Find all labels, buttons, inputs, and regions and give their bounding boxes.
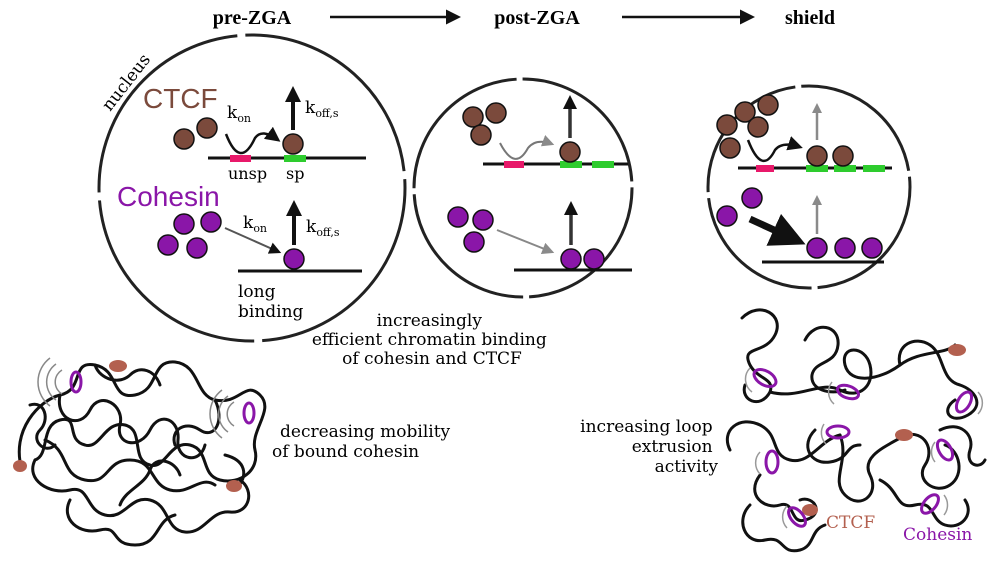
kon-arrow-cohesin — [224, 227, 282, 254]
cohesin-ring — [764, 449, 780, 475]
ctcf-molecule — [470, 124, 492, 146]
ctcf-molecule — [719, 137, 741, 159]
ctcf-on-chromatin — [13, 460, 27, 472]
ctcf-molecule — [716, 114, 738, 136]
cohesin-ring — [835, 383, 861, 401]
unspecific-site — [230, 155, 251, 162]
cohesin-molecule — [861, 237, 883, 259]
specific-site — [592, 161, 614, 168]
nucleus-pre-zga: nucleus CTCF kon koff,s unsp sp Cohesin … — [97, 33, 407, 343]
stage-label-shield: shield — [785, 7, 835, 29]
cohesin-ring — [825, 424, 851, 440]
cohesin-molecule — [447, 206, 469, 228]
ctcf-on-chromatin — [802, 504, 818, 516]
legend-cohesin: Cohesin — [903, 525, 972, 545]
cohesin-ring — [69, 370, 83, 394]
cohesin-molecule — [834, 237, 856, 259]
cohesin-label: Cohesin — [117, 181, 220, 212]
kon-arrow-ctcf — [499, 135, 555, 160]
stage-label-pre-zga: pre-ZGA — [213, 7, 292, 29]
ctcf-molecule — [832, 145, 854, 167]
cohesin-ring — [787, 506, 807, 528]
sp-label: sp — [286, 164, 304, 183]
kon-label-cohesin: kon — [243, 213, 267, 235]
chromatin-tangle-pre — [17, 360, 267, 547]
ctcf-molecule — [173, 128, 195, 150]
binding-efficiency-note: increasingly efficient chromatin binding… — [312, 311, 552, 369]
specific-site — [284, 155, 306, 162]
cohesin-molecule — [463, 231, 485, 253]
cohesin-ring — [954, 390, 974, 414]
ctcf-molecule — [747, 116, 769, 138]
legend-ctcf: CTCF — [826, 513, 875, 533]
ctcf-label: CTCF — [143, 83, 218, 114]
ctcf-molecule — [734, 101, 756, 123]
cohesin-molecule — [741, 187, 763, 209]
cohesin-molecule — [157, 234, 179, 256]
ctcf-molecule — [196, 117, 218, 139]
unspecific-site — [504, 161, 524, 168]
ctcf-on-chromatin — [895, 429, 913, 441]
kon-label-ctcf: kon — [227, 103, 251, 125]
ctcf-on-chromatin — [948, 344, 966, 356]
mobility-wave — [37, 357, 235, 439]
specific-site — [806, 165, 828, 172]
cohesin-molecule — [283, 248, 305, 270]
stage-label-post-zga: post-ZGA — [494, 7, 580, 29]
extrusion-note: increasing loop extrusion activity — [580, 417, 718, 477]
mobility-note: decreasing mobility of bound cohesin — [272, 422, 456, 462]
cohesin-molecule — [806, 237, 828, 259]
ctcf-molecule — [485, 102, 507, 124]
specific-site — [560, 161, 582, 168]
cohesin-molecule — [200, 211, 222, 233]
cohesin-molecule — [186, 237, 208, 259]
kon-arrow-cohesin — [748, 213, 806, 246]
ctcf-molecule — [559, 141, 581, 163]
specific-site — [863, 165, 885, 172]
cohesin-ring — [935, 438, 955, 462]
cohesin-ring — [242, 401, 256, 425]
cohesin-ring — [752, 367, 778, 389]
koff-label-ctcf: koff,s — [305, 98, 339, 120]
long-binding-label: long binding — [238, 282, 304, 322]
ctcf-molecule — [757, 94, 779, 116]
koff-label-cohesin: koff,s — [306, 217, 340, 239]
extrusion-wave — [744, 367, 984, 529]
unspecific-site — [756, 165, 774, 172]
ctcf-molecule — [806, 145, 828, 167]
ctcf-molecule — [282, 133, 304, 155]
cohesin-molecule — [716, 205, 738, 227]
cohesin-molecule — [560, 248, 582, 270]
ctcf-on-chromatin — [226, 480, 242, 492]
ctcf-molecule — [462, 106, 484, 128]
cohesin-molecule — [472, 209, 494, 231]
cohesin-ring — [920, 493, 940, 515]
kon-arrow-ctcf — [746, 136, 803, 163]
kon-arrow-ctcf — [224, 126, 281, 155]
specific-site — [834, 165, 856, 172]
cohesin-molecule — [583, 248, 605, 270]
kon-arrow-cohesin — [496, 229, 555, 255]
nucleus-post-zga — [412, 77, 634, 299]
ctcf-on-chromatin — [109, 360, 127, 372]
unsp-label: unsp — [228, 164, 267, 183]
nucleus-shield — [706, 84, 912, 290]
cohesin-molecule — [173, 213, 195, 235]
